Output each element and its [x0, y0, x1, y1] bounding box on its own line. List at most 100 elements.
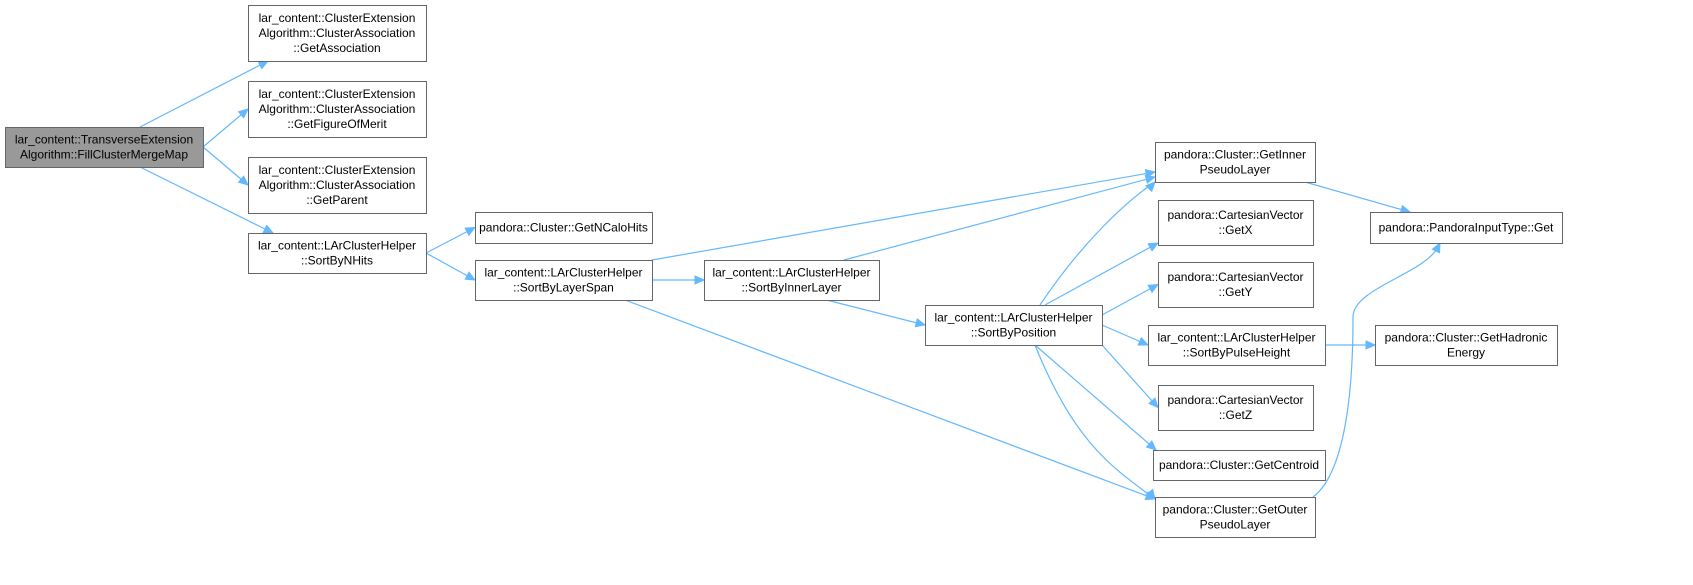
- node-label: ::SortByLayerSpan: [513, 281, 614, 295]
- edge-sortbyposition-to-getx: [1044, 242, 1159, 306]
- edge-getouterpseudolayer-to-pandorainputtypeget: [1312, 242, 1441, 498]
- node-getfom[interactable]: lar_content::ClusterExtensionAlgorithm::…: [248, 81, 427, 138]
- node-getncalohits[interactable]: pandora::Cluster::GetNCaloHits: [475, 212, 653, 244]
- node-label: lar_content::LArClusterHelper: [934, 311, 1092, 325]
- node-label: ::GetX: [1218, 223, 1252, 237]
- edge-sortbyposition-to-getinnerpseudolayer: [1039, 181, 1156, 306]
- node-label: pandora::PandoraInputType::Get: [1379, 221, 1554, 235]
- node-label: ::SortByPosition: [971, 326, 1056, 340]
- node-pandorainputtypeget[interactable]: pandora::PandoraInputType::Get: [1370, 212, 1563, 244]
- node-label: lar_content::ClusterExtension: [259, 163, 416, 177]
- arrowhead: [237, 175, 249, 186]
- node-label: pandora::CartesianVector: [1167, 393, 1303, 407]
- node-box: [1148, 325, 1326, 366]
- arrowhead: [1137, 336, 1150, 346]
- node-label: PseudoLayer: [1200, 163, 1271, 177]
- node-label: pandora::CartesianVector: [1167, 208, 1303, 222]
- arrowhead: [1148, 397, 1159, 409]
- node-box: [1155, 497, 1316, 538]
- node-box: [5, 127, 204, 168]
- node-label: Energy: [1447, 346, 1485, 360]
- node-box: [1158, 262, 1314, 308]
- node-label: ::GetY: [1218, 285, 1252, 299]
- node-box: [1158, 385, 1314, 431]
- arrowhead: [1145, 181, 1156, 193]
- node-box: [1370, 212, 1563, 244]
- node-label: ::GetParent: [306, 193, 368, 207]
- edge-sortbyposition-to-gety: [1101, 283, 1159, 316]
- node-label: lar_content::LArClusterHelper: [484, 266, 642, 280]
- arrowhead: [914, 318, 927, 328]
- node-label: pandora::Cluster::GetHadronic: [1385, 331, 1548, 345]
- node-label: ::SortByPulseHeight: [1183, 346, 1291, 360]
- edges-layer: [139, 60, 1441, 501]
- node-sortbyposition[interactable]: lar_content::LArClusterHelper::SortByPos…: [925, 305, 1103, 346]
- node-sortbylayerspan[interactable]: lar_content::LArClusterHelper::SortByLay…: [475, 260, 653, 301]
- node-root[interactable]: lar_content::TransverseExtensionAlgorith…: [5, 127, 204, 168]
- node-label: lar_content::TransverseExtension: [15, 133, 193, 147]
- node-gety[interactable]: pandora::CartesianVector::GetY: [1158, 262, 1314, 308]
- node-label: pandora::Cluster::GetCentroid: [1159, 458, 1319, 472]
- node-label: PseudoLayer: [1200, 518, 1271, 532]
- node-label: pandora::CartesianVector: [1167, 270, 1303, 284]
- edge-sortbyposition-to-getcentroid: [1034, 344, 1157, 451]
- node-getz[interactable]: pandora::CartesianVector::GetZ: [1158, 385, 1314, 431]
- node-box: [248, 81, 427, 138]
- node-label: ::GetZ: [1219, 408, 1252, 422]
- node-label: ::SortByNHits: [301, 254, 373, 268]
- node-label: ::GetFigureOfMerit: [287, 117, 387, 131]
- nodes-layer: lar_content::TransverseExtensionAlgorith…: [5, 5, 1563, 538]
- arrowhead: [694, 275, 706, 285]
- edge-root-to-getfom: [202, 108, 249, 148]
- arrowhead: [1365, 340, 1377, 350]
- node-box: [475, 260, 653, 301]
- edge-sortbyposition-to-getouterpseudolayer: [1034, 344, 1156, 500]
- node-label: ::SortByInnerLayer: [741, 281, 841, 295]
- node-label: ::GetAssociation: [293, 41, 380, 55]
- node-label: pandora::Cluster::GetNCaloHits: [479, 221, 648, 235]
- node-box: [248, 5, 427, 62]
- edge-sortbylayerspan-to-getinnerpseudolayer: [651, 171, 1156, 261]
- arrowhead: [1147, 242, 1160, 252]
- edge-sortbyinnerlayer-to-getinnerpseudolayer: [843, 176, 1156, 261]
- arrowhead: [1145, 488, 1156, 500]
- node-getcentroid[interactable]: pandora::Cluster::GetCentroid: [1153, 450, 1326, 481]
- arrowhead: [237, 108, 249, 119]
- arrowhead: [464, 271, 477, 281]
- arrowhead: [464, 226, 477, 237]
- node-box: [1375, 325, 1558, 366]
- node-label: Algorithm::ClusterAssociation: [259, 178, 416, 192]
- node-box: [248, 157, 427, 214]
- arrowhead: [1431, 241, 1441, 254]
- edge-root-to-getassoc: [139, 60, 269, 128]
- node-getassoc[interactable]: lar_content::ClusterExtensionAlgorithm::…: [248, 5, 427, 62]
- node-label: pandora::Cluster::GetInner: [1164, 148, 1306, 162]
- arrowhead: [1144, 174, 1157, 185]
- node-label: lar_content::LArClusterHelper: [712, 266, 870, 280]
- node-label: lar_content::LArClusterHelper: [1157, 331, 1315, 345]
- node-getx[interactable]: pandora::CartesianVector::GetX: [1158, 200, 1314, 246]
- node-label: Algorithm::FillClusterMergeMap: [20, 148, 188, 162]
- node-box: [1153, 450, 1326, 481]
- node-sortbyinnerlayer[interactable]: lar_content::LArClusterHelper::SortByInn…: [704, 260, 880, 301]
- node-box: [248, 233, 427, 274]
- arrowhead: [1145, 440, 1157, 451]
- node-sortbypulseheight[interactable]: lar_content::LArClusterHelper::SortByPul…: [1148, 325, 1326, 366]
- edge-sortbyinnerlayer-to-sortbyposition: [826, 299, 926, 326]
- node-box: [1158, 200, 1314, 246]
- edge-sortbylayerspan-to-getouterpseudolayer: [624, 299, 1156, 500]
- node-box: [925, 305, 1103, 346]
- node-getparent[interactable]: lar_content::ClusterExtensionAlgorithm::…: [248, 157, 427, 214]
- node-box: [1155, 142, 1316, 183]
- edge-getinnerpseudolayer-to-pandorainputtypeget: [1304, 181, 1411, 213]
- node-label: pandora::Cluster::GetOuter: [1163, 503, 1308, 517]
- node-sortbynhits[interactable]: lar_content::LArClusterHelper::SortByNHi…: [248, 233, 427, 274]
- arrowhead: [1147, 283, 1160, 294]
- node-label: Algorithm::ClusterAssociation: [259, 26, 416, 40]
- node-label: lar_content::LArClusterHelper: [258, 239, 416, 253]
- node-label: Algorithm::ClusterAssociation: [259, 102, 416, 116]
